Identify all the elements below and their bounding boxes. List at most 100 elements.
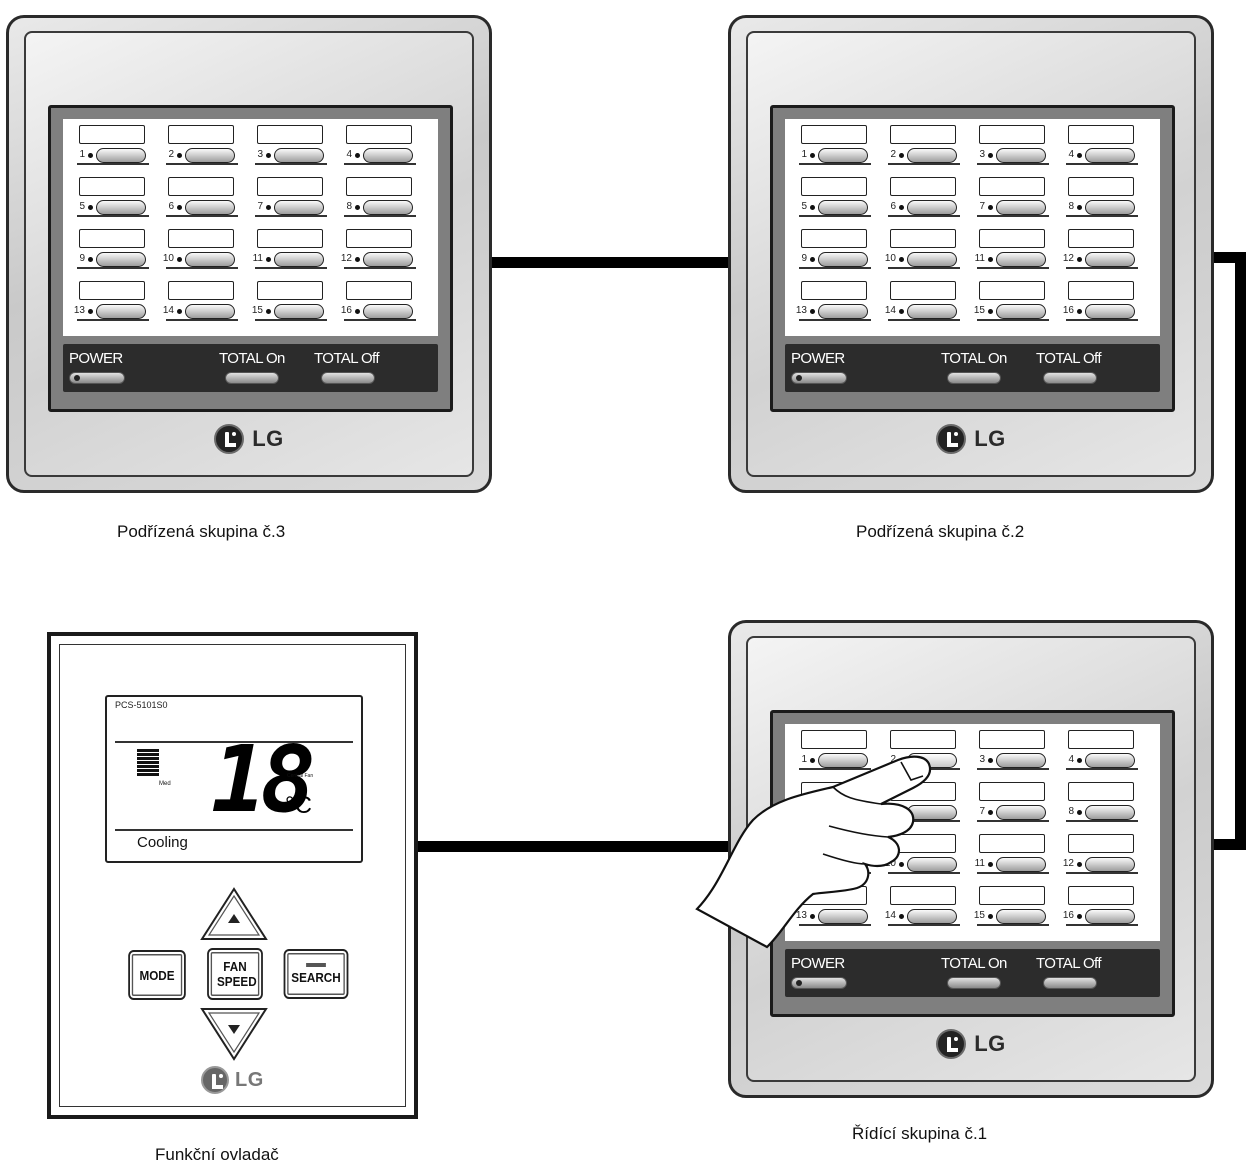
zone-number: 6	[168, 201, 174, 212]
zone-led-icon	[1077, 153, 1082, 158]
up-arrow-button[interactable]	[199, 886, 269, 942]
zone-button-10[interactable]	[907, 857, 957, 872]
zone-cell: 16	[1058, 884, 1138, 936]
zone-button-9[interactable]	[818, 252, 868, 267]
zone-button-12[interactable]	[1085, 252, 1135, 267]
zone-button-10[interactable]	[907, 252, 957, 267]
total-on-button[interactable]	[947, 977, 1001, 989]
zone-button-8[interactable]	[1085, 200, 1135, 215]
zone-button-1[interactable]	[818, 148, 868, 163]
zone-cell: 7	[969, 780, 1049, 832]
zone-button-8[interactable]	[1085, 805, 1135, 820]
zone-status-indicator	[979, 834, 1045, 853]
zone-button-16[interactable]	[363, 304, 413, 319]
brand-logo: LG	[731, 422, 1211, 456]
zone-led-icon	[810, 309, 815, 314]
zone-button-10[interactable]	[185, 252, 235, 267]
zone-button-3[interactable]	[996, 753, 1046, 768]
down-arrow-button[interactable]	[199, 1006, 269, 1062]
zone-number: 10	[884, 253, 896, 264]
zone-button-13[interactable]	[96, 304, 146, 319]
zone-button-9[interactable]	[96, 252, 146, 267]
zone-button-11[interactable]	[996, 857, 1046, 872]
zone-status-indicator	[1068, 782, 1134, 801]
zone-button-5[interactable]	[818, 200, 868, 215]
zone-led-icon	[88, 205, 93, 210]
zone-led-icon	[1077, 862, 1082, 867]
zone-cell: 15	[247, 279, 327, 331]
zone-button-1[interactable]	[818, 753, 868, 768]
zone-button-2[interactable]	[907, 148, 957, 163]
zone-status-indicator	[1068, 177, 1134, 196]
zone-led-icon	[1077, 758, 1082, 763]
total-on-button[interactable]	[225, 372, 279, 384]
fc-brand-logo: LG	[201, 1066, 264, 1094]
zone-button-13[interactable]	[818, 304, 868, 319]
total-off-button[interactable]	[1043, 977, 1097, 989]
zone-number: 16	[1062, 910, 1074, 921]
zone-status-indicator	[890, 730, 956, 749]
zone-number: 2	[890, 754, 896, 765]
zone-button-4[interactable]	[363, 148, 413, 163]
total-off-button[interactable]	[321, 372, 375, 384]
zone-button-2[interactable]	[185, 148, 235, 163]
zone-number: 10	[162, 253, 174, 264]
zone-led-icon	[899, 309, 904, 314]
zone-led-icon	[988, 153, 993, 158]
zone-number: 6	[890, 201, 896, 212]
zone-number: 14	[884, 305, 896, 316]
zone-button-11[interactable]	[274, 252, 324, 267]
zone-number: 12	[1062, 858, 1074, 869]
search-button[interactable]: SEARCH	[283, 949, 349, 999]
zone-button-7[interactable]	[996, 805, 1046, 820]
zone-button-7[interactable]	[274, 200, 324, 215]
total-on-button[interactable]	[947, 372, 1001, 384]
power-button[interactable]	[791, 977, 847, 989]
zone-button-15[interactable]	[274, 304, 324, 319]
total-off-button[interactable]	[1043, 372, 1097, 384]
zone-button-12[interactable]	[1085, 857, 1135, 872]
zone-button-13[interactable]	[818, 909, 868, 924]
zone-button-3[interactable]	[996, 148, 1046, 163]
zone-led-icon	[899, 205, 904, 210]
zone-button-5[interactable]	[96, 200, 146, 215]
zone-button-7[interactable]	[996, 200, 1046, 215]
zone-button-4[interactable]	[1085, 148, 1135, 163]
zone-cell: 4	[1058, 728, 1138, 780]
zone-cell: 11	[247, 227, 327, 279]
power-button[interactable]	[791, 372, 847, 384]
brand-logo: LG	[731, 1027, 1211, 1061]
zone-button-14[interactable]	[907, 909, 957, 924]
zone-button-6[interactable]	[907, 200, 957, 215]
lg-logo-icon	[201, 1066, 229, 1094]
zone-button-3[interactable]	[274, 148, 324, 163]
zone-button-12[interactable]	[363, 252, 413, 267]
zone-button-14[interactable]	[185, 304, 235, 319]
zone-cell: 4	[1058, 123, 1138, 175]
zone-button-11[interactable]	[996, 252, 1046, 267]
zone-button-15[interactable]	[996, 304, 1046, 319]
mode-button[interactable]: MODE	[128, 950, 186, 1000]
caption-slave-group-3: Podřízená skupina č.3	[117, 522, 286, 541]
zone-led-icon	[1077, 205, 1082, 210]
zone-button-16[interactable]	[1085, 304, 1135, 319]
zone-number: 9	[801, 253, 807, 264]
zone-led-icon	[177, 205, 182, 210]
zone-number: 15	[973, 910, 985, 921]
zone-number: 4	[1068, 149, 1074, 160]
zone-button-16[interactable]	[1085, 909, 1135, 924]
zone-button-1[interactable]	[96, 148, 146, 163]
zone-button-8[interactable]	[363, 200, 413, 215]
brand-text: LG	[252, 426, 284, 451]
zone-cell: 13	[791, 279, 871, 331]
zone-number: 12	[1062, 253, 1074, 264]
zone-button-15[interactable]	[996, 909, 1046, 924]
zone-button-14[interactable]	[907, 304, 957, 319]
zone-button-6[interactable]	[185, 200, 235, 215]
search-led-icon	[306, 963, 326, 967]
zone-number: 15	[251, 305, 263, 316]
zone-led-icon	[266, 153, 271, 158]
power-button[interactable]	[69, 372, 125, 384]
zone-button-4[interactable]	[1085, 753, 1135, 768]
fan-speed-button[interactable]: FAN SPEED	[207, 948, 263, 1000]
